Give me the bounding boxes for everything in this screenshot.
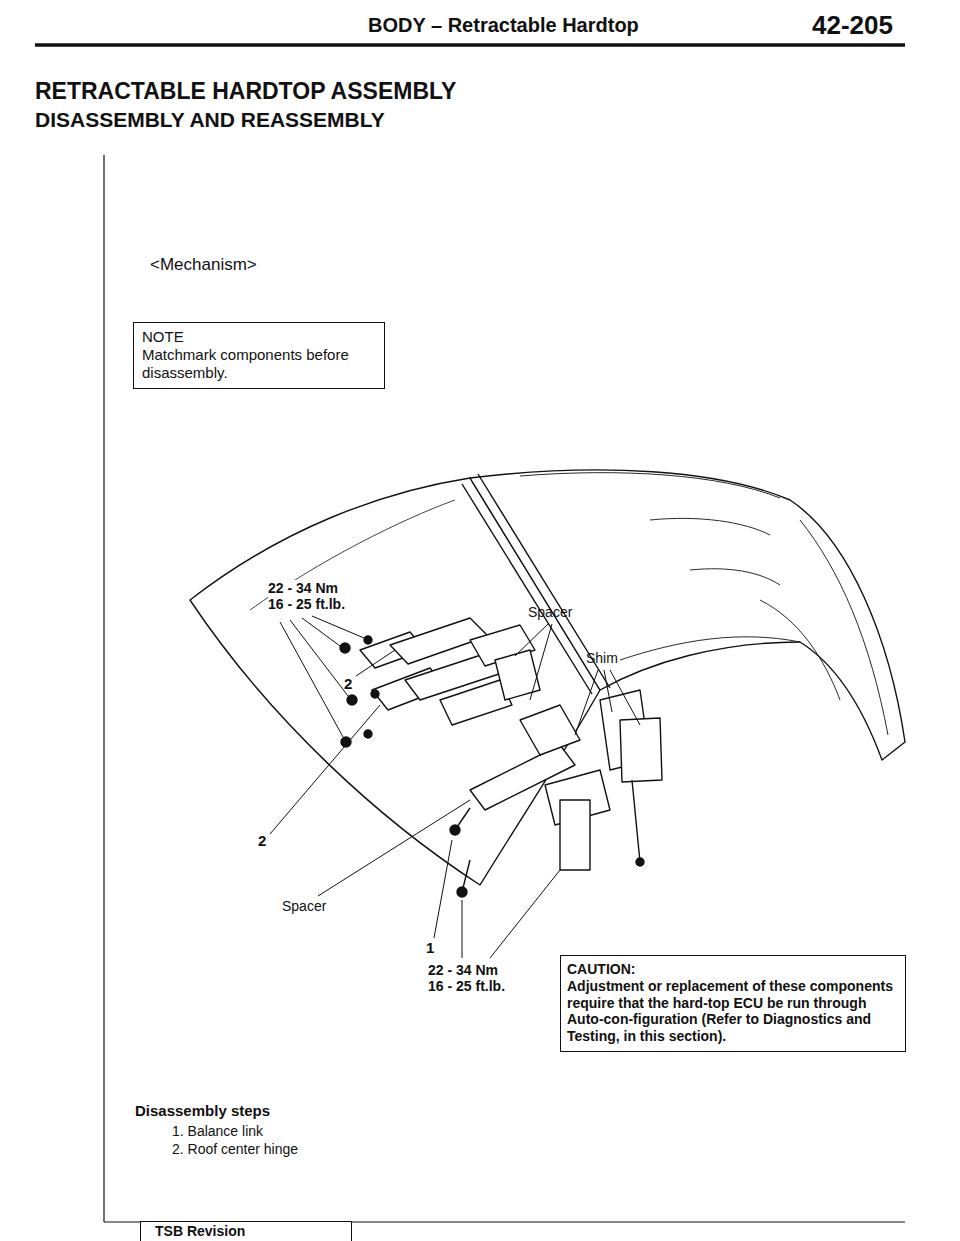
roof-shell — [800, 520, 888, 735]
leader-line — [490, 870, 560, 958]
balance-link — [620, 718, 662, 782]
roof-shell — [620, 637, 800, 660]
roof-shell — [760, 600, 840, 700]
torque-spec: 22 - 34 Nm 16 - 25 ft.lb. — [268, 580, 352, 612]
roof-center-hinge — [360, 618, 540, 725]
balance-link — [462, 860, 470, 892]
box-heading: NOTE — [142, 328, 376, 346]
section-subtitle: DISASSEMBLY AND REASSEMBLY — [35, 108, 385, 132]
roof-center-hinge — [495, 650, 540, 700]
page-rules — [35, 45, 905, 1222]
bolt — [340, 636, 644, 897]
bolt — [340, 643, 350, 653]
step-item: 1. Balance link — [172, 1123, 263, 1139]
balance-link — [455, 690, 662, 892]
revision-box: TSB Revision — [140, 1221, 352, 1241]
leader-line — [318, 800, 470, 896]
balance-link — [632, 780, 640, 862]
caution-box: CAUTION:Adjustment or replacement of the… — [560, 955, 906, 1052]
steps-heading: Disassembly steps — [135, 1102, 270, 1119]
leader-line — [280, 622, 343, 737]
step-item: 2. Roof center hinge — [172, 1141, 298, 1157]
running-header: BODY – Retractable Hardtop — [368, 14, 639, 37]
callout-number: 2 — [258, 832, 266, 849]
leader-line — [312, 616, 364, 638]
roof-shell — [650, 518, 770, 535]
leader-line — [610, 670, 640, 725]
bolt — [364, 636, 372, 644]
leader-line — [270, 616, 640, 958]
callout-number: 2 — [344, 675, 352, 692]
part-name: Spacer — [282, 898, 326, 914]
bolt — [347, 695, 357, 705]
balance-link — [455, 808, 470, 830]
roof-shell — [520, 473, 780, 498]
page-number: 42-205 — [812, 11, 893, 41]
box-heading: TSB Revision — [155, 1223, 343, 1240]
roof-shell — [190, 470, 905, 885]
box-heading: CAUTION: — [567, 961, 899, 978]
view-label: <Mechanism> — [150, 255, 257, 275]
part-name: Shim — [586, 650, 618, 666]
leader-line — [356, 650, 395, 676]
roof-shell — [690, 569, 780, 585]
bolt — [364, 730, 372, 738]
torque-spec: 22 - 34 Nm 16 - 25 ft.lb. — [428, 962, 512, 994]
box-body: Adjustment or replacement of these compo… — [567, 978, 899, 1045]
page-title: RETRACTABLE HARDTOP ASSEMBLY — [35, 78, 456, 104]
part-name: Spacer — [528, 604, 572, 620]
leader-line — [530, 624, 552, 700]
leader-line — [604, 670, 612, 712]
page-rules — [35, 43, 905, 47]
page-rules — [103, 155, 104, 1222]
leader-line — [575, 670, 598, 735]
leader-line — [290, 620, 348, 696]
roof-shell — [470, 470, 905, 760]
leader-line — [462, 900, 463, 958]
leader-line — [270, 705, 380, 834]
box-body: Matchmark components before disassembly. — [142, 346, 376, 382]
leader-line — [434, 840, 452, 938]
note-box: NOTEMatchmark components before disassem… — [133, 322, 385, 389]
bolt — [371, 690, 379, 698]
callout-number: 1 — [426, 939, 434, 956]
balance-link — [560, 800, 590, 870]
balance-link — [520, 705, 580, 755]
leader-line — [302, 618, 340, 646]
leader-line — [515, 624, 548, 656]
